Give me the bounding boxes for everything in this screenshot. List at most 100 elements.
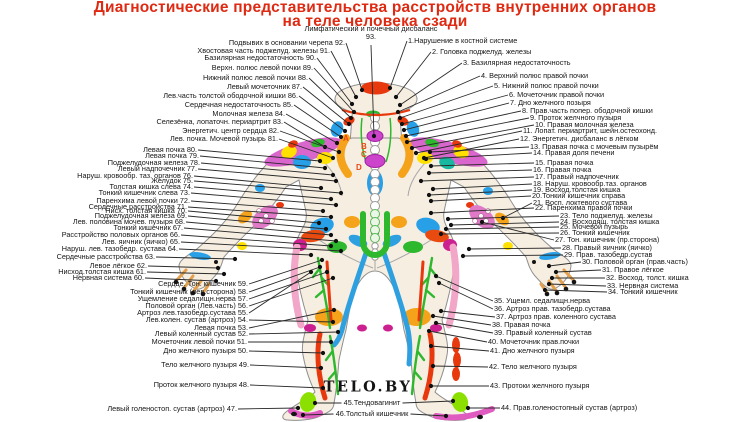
leader-line: [399, 62, 463, 106]
leader-line: [389, 40, 408, 89]
leader-line: [248, 271, 328, 300]
leader-line: [430, 195, 532, 202]
leader-line: [370, 44, 375, 137]
leader-line: [432, 315, 492, 326]
leader-line: [345, 42, 363, 91]
label-59: Сердце. Тон. кишечник 59.: [158, 279, 248, 288]
leader-dot: [322, 165, 328, 171]
leader-dot: [328, 232, 334, 238]
leader-dot: [479, 219, 485, 225]
label-83: Селезёнка, лопаточн. периартрит 83.: [156, 117, 283, 126]
label-92: Подвывих в основании черепа 92.: [228, 38, 345, 47]
label-11: 11. Лопат. периартрит, шейн.остеохонд.: [523, 126, 658, 135]
label-56: Половой орган (Лев.часть) 56.: [145, 301, 248, 310]
leader-line: [313, 67, 355, 113]
label-82: Энергетич. центр сердца 82.: [182, 126, 279, 135]
label-32: 32. Восход. толст. кишка: [606, 273, 689, 282]
leader-dot: [466, 246, 472, 252]
label-77: Левый надпочечник 77.: [117, 164, 197, 173]
label-46: 46.Толстый кишечник: [335, 409, 409, 418]
leader-dot: [359, 87, 365, 93]
spine-letter-C: C: [361, 150, 367, 159]
label-60: Нервная система 60.: [72, 273, 144, 282]
leader-line: [432, 365, 489, 368]
leader-line: [502, 202, 533, 219]
label-47: Левый голеностоп. сустав (артроз) 47.: [107, 404, 237, 413]
label-31: 31. Правое лёгкое: [602, 265, 664, 274]
leader-dot: [413, 150, 419, 156]
leader-dot: [213, 278, 219, 284]
leader-line: [428, 330, 488, 343]
label-22: 22. Паренхима правой почки: [535, 203, 633, 212]
leader-line: [248, 271, 312, 314]
leader-dot: [399, 121, 405, 127]
leader-dot: [500, 215, 506, 221]
label-49: Тело желчного пузыря 49.: [161, 360, 249, 369]
label-73: Тонкий кишечник слева 73.: [98, 188, 190, 197]
leader-dot: [443, 413, 449, 419]
leader-dot: [430, 186, 436, 192]
leader-dot: [308, 252, 314, 258]
leader-line: [147, 265, 219, 269]
leader-line: [440, 310, 496, 318]
label-13: 13. Правая почка с мочевым пузырём: [530, 142, 659, 151]
label-24: 24. Восходящ. толстая кишка: [560, 217, 660, 226]
leader-line: [406, 117, 530, 143]
leader-dot: [320, 208, 326, 214]
leader-line: [249, 364, 322, 369]
leader-line: [302, 86, 350, 125]
label-91: Хвостовая часть поджелуд. железы 91.: [197, 46, 330, 55]
leader-line: [440, 232, 560, 235]
label-84: Молочная железа 84.: [212, 109, 285, 118]
leader-line: [428, 189, 533, 196]
leader-dot: [312, 400, 318, 406]
label-78: Поджелудочная железа 78.: [107, 158, 200, 167]
label-88: Нижний полюс левой почки 88.: [202, 73, 308, 82]
title-line1: Диагностические представительства расстр…: [93, 0, 657, 16]
spine-letter-D: D: [356, 163, 362, 172]
leader-line: [420, 176, 535, 182]
label-27: 27. Тон. кишечник (пр.сторона): [555, 235, 660, 244]
leader-dot: [542, 287, 548, 293]
label-93-number: 93.: [365, 32, 377, 41]
label-85: Сердечная недостаточность 85.: [184, 100, 293, 109]
leader-dot: [338, 190, 344, 196]
leader-dot: [403, 133, 409, 139]
leader-dot: [320, 385, 326, 391]
label-16: 16. Правая почка: [533, 165, 592, 174]
leader-line: [178, 248, 312, 256]
leader-line: [425, 152, 533, 160]
label-40: 40. Мочеточник прав.почки: [488, 337, 580, 346]
label-29: 29. Прав. тазобедр.сустав: [564, 250, 653, 259]
leader-dot: [438, 231, 444, 237]
label-44: 44. Прав.голеностопный сустав (артроз): [501, 403, 638, 412]
leader-line: [193, 186, 332, 200]
leader-line: [187, 210, 320, 224]
leader-dot: [300, 412, 306, 418]
leader-dot: [445, 216, 451, 222]
leader-line: [197, 168, 337, 182]
leader-line: [283, 121, 326, 148]
leader-line: [548, 283, 607, 287]
leader-line: [481, 221, 555, 241]
leader-dot: [319, 257, 325, 263]
watermark: TELO.BY: [323, 378, 413, 396]
leader-dot: [338, 248, 344, 254]
label-33: 33. Нервная система: [607, 281, 679, 290]
leader-line: [248, 331, 339, 335]
hairline-arc: [341, 108, 411, 117]
leader-dot: [430, 313, 436, 319]
leader-line: [248, 350, 324, 354]
leader-line: [468, 247, 562, 250]
leader-dot: [353, 94, 359, 100]
label-51: Мочеточник левой почки 51.: [151, 337, 247, 346]
label-71: Сердечные расстройства 71.: [88, 202, 187, 211]
leader-line: [190, 200, 324, 212]
label-42: 42. Тело желчного пузыря: [489, 362, 577, 371]
label-53: Левая почка 53.: [194, 323, 248, 332]
leader-line: [548, 261, 582, 267]
leader-dot: [351, 109, 357, 115]
leader-dot: [330, 319, 336, 325]
leader-line: [330, 50, 357, 98]
